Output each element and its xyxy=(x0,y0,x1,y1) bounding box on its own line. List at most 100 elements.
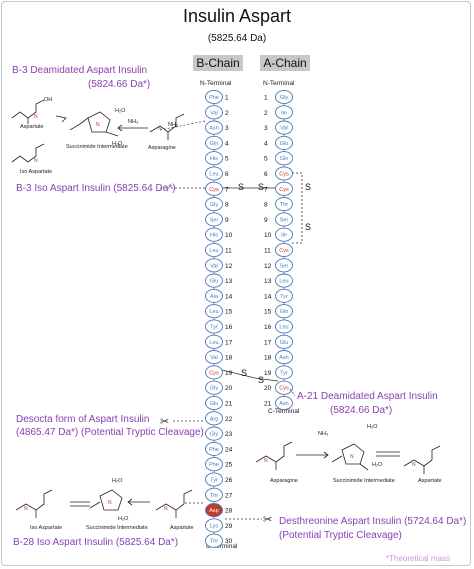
figure-title: Insulin Aspart xyxy=(182,6,292,26)
a-chain-residue-21 xyxy=(275,395,293,411)
b-chain-residue-15 xyxy=(205,304,223,319)
b-chain-residue-5 xyxy=(205,151,223,166)
b-chain-residue-label-7: Cys xyxy=(209,187,219,193)
a-chain-position-18: 18 xyxy=(264,355,272,362)
b-chain-position-19: 19 xyxy=(225,370,233,377)
b-chain-residue-label-29: Lys xyxy=(210,523,219,529)
asparagine-structure-top xyxy=(149,113,185,133)
a-chain-residue-13 xyxy=(275,273,293,288)
aspartate-structure-top xyxy=(11,99,45,119)
b-chain-header: B-Chain xyxy=(193,55,243,71)
chem-iso-aspartate-bottom: Iso Aspartate xyxy=(30,525,63,531)
b3-deamidated-label: B-3 Deamidated Aspart Insulin xyxy=(12,65,148,76)
b-chain-position-28: 28 xyxy=(225,508,233,515)
b-chain-residue-label-28: Asp xyxy=(209,508,218,514)
b-chain-residue-label-23: Gly xyxy=(210,432,219,438)
b-n-terminal: N-Terminal xyxy=(200,80,232,87)
b-chain-residue-10 xyxy=(205,227,223,242)
b-chain-residue-label-1: Phe xyxy=(209,95,219,101)
a-chain-residue-label-8: Thr xyxy=(280,202,288,208)
aspartate-structure-bottom xyxy=(155,489,193,511)
a-chain-residue-7 xyxy=(275,181,293,196)
b-chain-residue-25 xyxy=(205,457,223,472)
a-chain-residue-label-5: Gln xyxy=(280,156,289,162)
a-chain-header: A-Chain xyxy=(260,55,310,71)
a-chain-residue-12 xyxy=(275,258,293,273)
scissors-icon-desocta: ✂ xyxy=(160,416,169,428)
b-chain-residue-label-5: His xyxy=(210,156,218,162)
b-chain-residue-label-13: Glu xyxy=(210,279,219,285)
b3-pointer-line xyxy=(159,120,206,131)
b-chain-residue-9 xyxy=(205,212,223,227)
chem-iso-aspartate-top: Iso Aspartate xyxy=(20,169,53,175)
b-chain-residue-label-2: Val xyxy=(210,110,218,116)
a-chain-position-13: 13 xyxy=(264,278,272,285)
a-chain-residue-2 xyxy=(275,105,293,120)
desocta-label: Desocta form of Aspart Insulin xyxy=(16,414,150,425)
b-chain-residue-24 xyxy=(205,441,223,456)
a-chain-residue-label-4: Glu xyxy=(280,141,289,147)
desocta-mass: (4865.47 Da*) (Potential Tryptic Cleavag… xyxy=(16,427,204,438)
b-chain-position-26: 26 xyxy=(225,477,233,484)
b-chain-residue-label-21: Glu xyxy=(210,401,219,407)
b-chain-residue-12 xyxy=(205,258,223,273)
b-chain-residue-label-11: Leu xyxy=(209,248,218,254)
s-b7: S xyxy=(238,182,244,192)
svg-text:N: N xyxy=(412,462,416,468)
b-chain-residue-label-20: Gly xyxy=(210,386,219,392)
b-chain-residue-27 xyxy=(205,487,223,502)
a-chain-residue-label-14: Tyr xyxy=(280,294,288,300)
b-chain-residue-3 xyxy=(205,120,223,135)
s-a6: S xyxy=(305,182,311,192)
b28-iso-label: B-28 Iso Aspart Insulin (5825.64 Da*) xyxy=(13,537,179,548)
b-chain-position-14: 14 xyxy=(225,293,233,300)
a-chain-position-20: 20 xyxy=(264,385,272,392)
s-a7: S xyxy=(258,182,264,192)
b-chain-residue-label-17: Leu xyxy=(209,340,218,346)
a-chain-residue-10 xyxy=(275,227,293,242)
a-chain-residue-20 xyxy=(275,380,293,395)
b-chain-residue-label-19: Cys xyxy=(209,370,219,376)
a-n-terminal: N-Terminal xyxy=(263,80,295,87)
a-chain-residue-label-1: Gly xyxy=(280,95,289,101)
b-chain-residue-label-25: Phe xyxy=(209,462,219,468)
b-chain-residue-22 xyxy=(205,411,223,426)
b-chain-position-5: 5 xyxy=(225,156,229,163)
b-chain-residue-23 xyxy=(205,426,223,441)
b-chain-residue-2 xyxy=(205,105,223,120)
b-chain-residue-label-10: His xyxy=(210,233,218,239)
a21-deamidated-mass: (5824.66 Da*) xyxy=(330,405,393,416)
b-chain-residue-4 xyxy=(205,135,223,150)
a-chain-residue-label-7: Cys xyxy=(279,187,289,193)
chem-aspartate-bottom: Aspartate xyxy=(170,525,194,531)
s-a11: S xyxy=(305,222,311,232)
disulfide-a6-a11 xyxy=(292,172,303,244)
b-c-terminal: C-Terminal xyxy=(206,543,238,550)
a-chain-residue-19 xyxy=(275,365,293,380)
chem-asparagine-top: Asparagine xyxy=(148,145,176,151)
a-chain-residue-8 xyxy=(275,197,293,212)
a-c-terminal: C-Terminal xyxy=(268,408,300,415)
b-chain-position-1: 1 xyxy=(225,95,229,102)
svg-text:N: N xyxy=(164,506,168,512)
chem-h2o-top2: H₂O xyxy=(112,141,123,147)
chem-succinimide-bottom: Succinimide Intermediate xyxy=(86,525,148,531)
a-chain-position-1: 1 xyxy=(264,95,268,102)
a-chain-position-2: 2 xyxy=(264,110,268,117)
b-chain-residue-8 xyxy=(205,197,223,212)
svg-text:N: N xyxy=(24,506,28,512)
b-chain-residue-18 xyxy=(205,350,223,365)
b-chain-residue-label-27: Thr xyxy=(210,493,218,499)
svg-text:N: N xyxy=(34,158,38,164)
b-chain-position-20: 20 xyxy=(225,385,233,392)
b-chain-residue-7 xyxy=(205,181,223,196)
b-chain-residue-label-4: Gln xyxy=(210,141,219,147)
b-chain-position-2: 2 xyxy=(225,110,229,117)
b-chain-position-6: 6 xyxy=(225,171,229,178)
b-chain-position-18: 18 xyxy=(225,355,233,362)
chem-aspartate-mid: Aspartate xyxy=(418,478,442,484)
b-chain-position-27: 27 xyxy=(225,492,233,499)
chem-h2o-bottom: H₂O xyxy=(112,478,123,484)
b-chain-residue-29 xyxy=(205,518,223,533)
